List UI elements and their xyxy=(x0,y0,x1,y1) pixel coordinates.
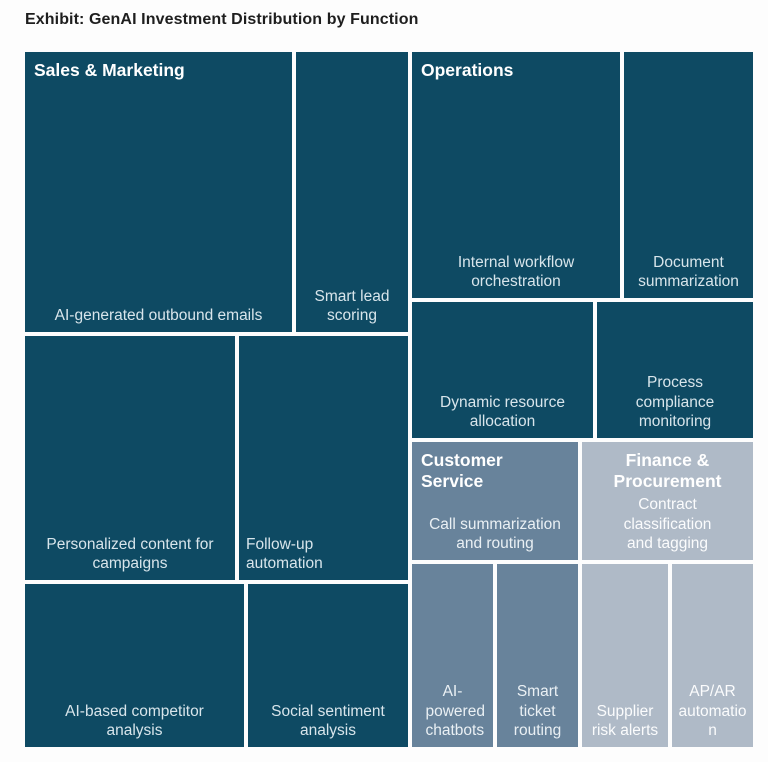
tile-label: Contract classification and tagging xyxy=(623,496,712,552)
tile-label: Follow-up automation xyxy=(246,535,323,572)
tile-label: Process compliance monitoring xyxy=(635,374,715,430)
tile-label: Social sentiment analysis xyxy=(271,702,385,739)
tile-ai-generated-outbound-emails: Sales & Marketing AI-generated outbound … xyxy=(25,52,292,332)
tile-social-sentiment-analysis: Social sentiment analysis xyxy=(248,584,408,747)
tile-document-summarization: Document summarization xyxy=(624,52,753,298)
group-header-operations: Operations xyxy=(421,60,514,80)
tile-label: Dynamic resource allocation xyxy=(440,393,565,430)
group-header-customer-service: Customer Service xyxy=(421,450,503,492)
tile-label: Internal workflow orchestration xyxy=(457,253,575,290)
tile-call-summarization-and-routing: Customer Service Call summarization and … xyxy=(412,442,578,560)
tile-follow-up-automation: Follow-up automation xyxy=(239,336,408,580)
tile-label: Smart lead scoring xyxy=(314,287,390,324)
tile-contract-classification-and-tagging: Finance & Procurement Contract classific… xyxy=(582,442,753,560)
chart-title: Exhibit: GenAI Investment Distribution b… xyxy=(25,11,419,28)
tile-label: Personalized content for campaigns xyxy=(46,535,214,572)
tile-ai-powered-chatbots: AI-powered chatbots xyxy=(412,564,493,747)
tile-label: AI-generated outbound emails xyxy=(54,306,263,324)
tile-dynamic-resource-allocation: Dynamic resource allocation xyxy=(412,302,593,438)
tile-ap-ar-automation: AP/AR automation xyxy=(672,564,753,747)
tile-label: Supplier risk alerts xyxy=(591,702,659,739)
tile-label: Smart ticket routing xyxy=(513,683,562,739)
tile-ai-based-competitor-analysis: AI-based competitor analysis xyxy=(25,584,244,747)
group-header-finance-procurement: Finance & Procurement xyxy=(613,450,722,492)
tile-label: Document summarization xyxy=(638,253,739,290)
tile-smart-ticket-routing: Smart ticket routing xyxy=(497,564,578,747)
tile-label: AI-based competitor analysis xyxy=(65,702,204,739)
tile-process-compliance-monitoring: Process compliance monitoring xyxy=(597,302,753,438)
tile-label: Call summarization and routing xyxy=(429,515,561,552)
tile-label: AP/AR automation xyxy=(678,683,747,739)
tile-internal-workflow-orchestration: Operations Internal workflow orchestrati… xyxy=(412,52,620,298)
group-header-sales-marketing: Sales & Marketing xyxy=(34,60,185,80)
tile-smart-lead-scoring: Smart lead scoring xyxy=(296,52,408,332)
tile-supplier-risk-alerts: Supplier risk alerts xyxy=(582,564,668,747)
tile-label: AI-powered chatbots xyxy=(425,683,485,739)
tile-personalized-content-for-campaigns: Personalized content for campaigns xyxy=(25,336,235,580)
